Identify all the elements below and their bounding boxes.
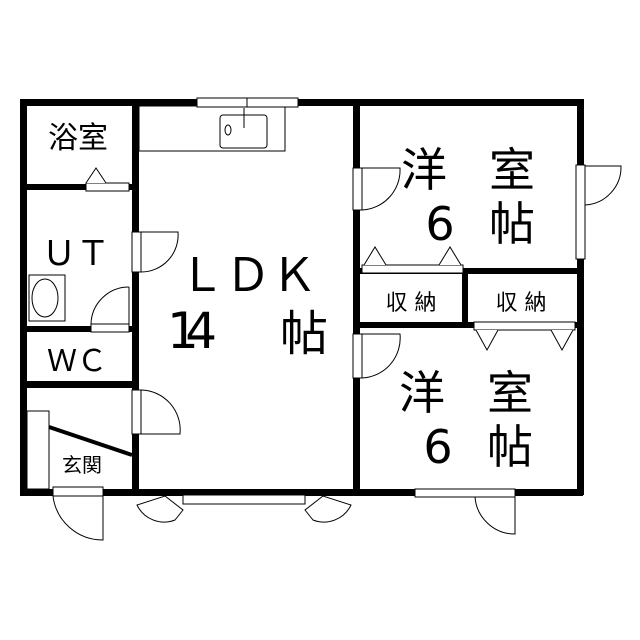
entrance-label: 玄関 xyxy=(62,453,102,477)
room1-name-b: 室 xyxy=(489,143,535,197)
ldk-label: ＬＤＫ xyxy=(179,248,317,302)
room2-size: 6 xyxy=(423,420,452,474)
room2-window-door xyxy=(414,488,516,535)
room1-unit: 帖 xyxy=(489,197,535,251)
bath-label: 浴室 xyxy=(48,121,108,156)
storage1-doors xyxy=(361,246,464,274)
ut-door xyxy=(131,231,179,273)
ldk-unit: 帖 xyxy=(280,306,328,362)
storage2-label: 収 納 xyxy=(496,291,547,316)
storage1-label: 収 納 xyxy=(386,291,437,316)
utility-label: ＵＴ xyxy=(42,234,110,274)
window-top xyxy=(196,97,299,108)
wc-door xyxy=(90,286,130,333)
ldk-window-bottom xyxy=(136,494,352,523)
walls xyxy=(20,99,584,496)
room1-door xyxy=(352,167,401,211)
bath-door xyxy=(85,167,130,192)
hall-door xyxy=(131,389,181,435)
room1-name-a: 洋 xyxy=(401,143,447,197)
room1-side-door xyxy=(575,164,622,260)
washbasin xyxy=(28,274,66,322)
room2-unit: 帖 xyxy=(487,420,533,474)
kitchen-counter xyxy=(138,105,286,152)
room2-name-a: 洋 xyxy=(399,366,445,420)
storage2-doors xyxy=(473,321,576,352)
room2-door xyxy=(352,333,401,379)
entrance-door xyxy=(52,486,104,541)
shoe-closet xyxy=(26,410,133,490)
toilet-label: ＷＣ xyxy=(47,344,107,379)
room2-name-b: 室 xyxy=(487,366,533,420)
room1-size: 6 xyxy=(425,197,454,251)
ldk-size: 14 xyxy=(167,302,217,360)
